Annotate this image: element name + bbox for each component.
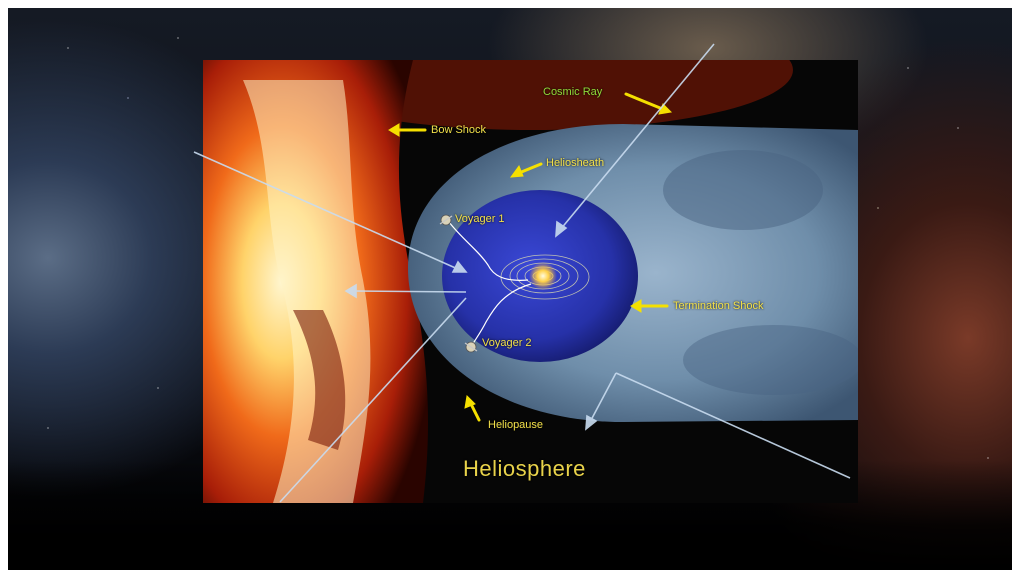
cosmic-ray-label: Cosmic Ray xyxy=(543,86,603,98)
termination-shock-arrow xyxy=(630,299,669,313)
space-background: Cosmic Ray Bow Shock Heliosheath Voyager… xyxy=(8,8,1012,570)
bow-shock-arrow xyxy=(388,123,427,137)
heliopause-arrow xyxy=(464,394,481,422)
bow-shock-label: Bow Shock xyxy=(431,124,487,136)
heliosheath-label: Heliosheath xyxy=(546,157,605,169)
bow-shock-line-head xyxy=(344,283,357,299)
voyager-2-label: Voyager 2 xyxy=(482,337,532,349)
pointer-lines xyxy=(193,43,851,503)
voyager-1-label: Voyager 1 xyxy=(455,213,505,225)
termination-shock-label: Termination Shock xyxy=(673,300,764,312)
diagram-title: Heliosphere xyxy=(463,456,586,481)
voyager-1-line-head xyxy=(451,260,468,273)
cosmic-ray-line xyxy=(559,43,715,231)
bow-shock-line xyxy=(353,290,467,293)
heliosheath-arrow xyxy=(509,162,543,178)
heliosphere-line-head xyxy=(585,414,598,431)
sun-icon xyxy=(529,262,557,290)
voyager-2-probe-icon xyxy=(464,341,478,353)
heliosphere-diagram: Cosmic Ray Bow Shock Heliosheath Voyager… xyxy=(203,60,858,503)
diagram-artwork xyxy=(203,60,858,503)
voyager-1-line xyxy=(193,151,461,271)
voyager-2-line xyxy=(279,297,467,503)
heliosheath-cloud xyxy=(663,150,823,230)
voyager-1-trajectory xyxy=(448,221,529,281)
voyager-2-trajectory xyxy=(470,283,532,348)
cosmic-ray-line-head xyxy=(555,220,568,238)
heliosheath-cloud xyxy=(683,325,858,395)
heliosphere-line xyxy=(615,372,851,479)
voyager-1-probe-icon xyxy=(439,214,453,226)
heliopause-label: Heliopause xyxy=(488,419,544,431)
heliosphere-line-tail xyxy=(589,372,617,423)
bow-shock-shadow xyxy=(293,310,346,450)
